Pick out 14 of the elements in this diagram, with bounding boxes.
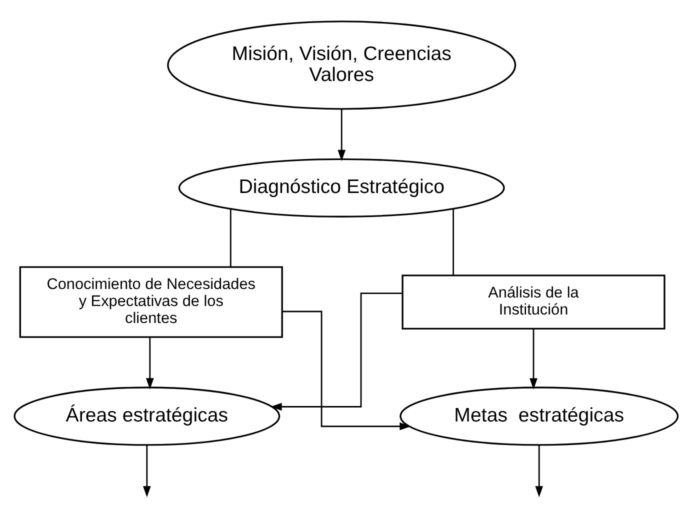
- node-ellipse: Áreas estratégicas: [14, 386, 280, 446]
- node-box: Conocimiento de Necesidades y Expectativas de los clientes: [19, 266, 283, 338]
- connector: [452, 208, 454, 275]
- connector: [230, 208, 232, 266]
- arrow: [535, 444, 544, 497]
- node-ellipse: Misión, Visión, Creencias Valores: [167, 20, 516, 110]
- node-box: Análisis de la Institución: [402, 274, 666, 330]
- arrow: [530, 328, 538, 389]
- arrow: [146, 337, 154, 389]
- arrow: [143, 444, 151, 497]
- node-ellipse: Diagnóstico Estratégico: [178, 158, 505, 217]
- arrow: [338, 108, 346, 161]
- arrow: [270, 292, 402, 410]
- arrow: [282, 310, 411, 430]
